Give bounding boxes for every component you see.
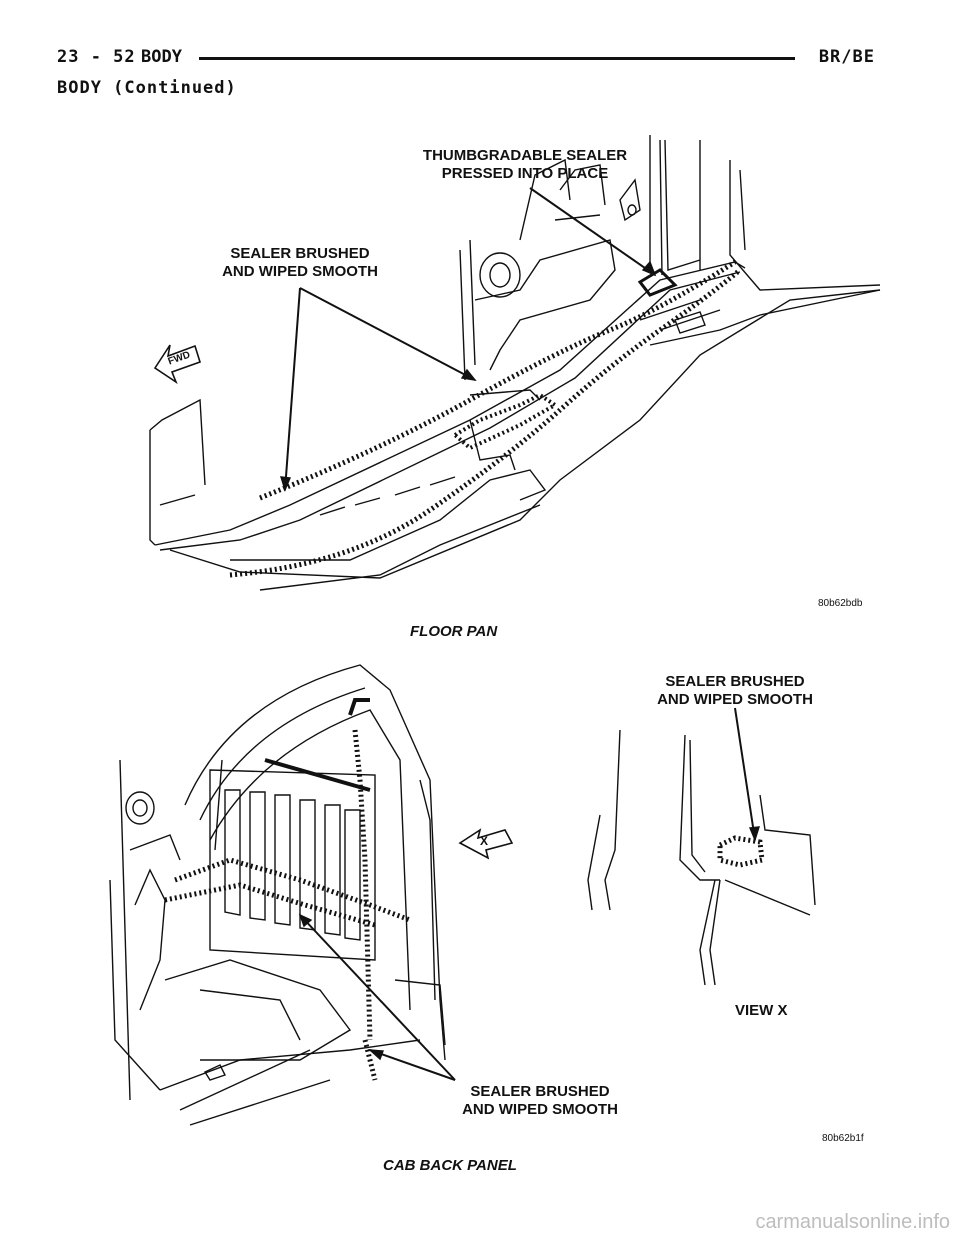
header-rule <box>199 57 795 60</box>
view-x-marker: X <box>480 834 489 848</box>
figure-id-cab-back: 80b62b1f <box>822 1133 864 1144</box>
section-title: BODY <box>141 47 182 67</box>
label-view-x: VIEW X <box>735 1002 788 1019</box>
site-watermark: carmanualsonline.info <box>755 1211 950 1233</box>
label-sealer-brushed-cab: SEALER BRUSHED AND WIPED SMOOTH <box>462 1083 618 1118</box>
model-code: BR/BE <box>818 47 875 67</box>
label-sealer-brushed-view-x: SEALER BRUSHED AND WIPED SMOOTH <box>657 673 813 708</box>
floor-pan-illustration <box>0 0 960 640</box>
caption-floor-pan: FLOOR PAN <box>410 623 498 640</box>
figure-id-floor-pan: 80b62bdb <box>818 598 863 609</box>
page-number: 23 - 52 <box>57 47 136 67</box>
page-header: 23 - 52 BODY BR/BE <box>57 47 875 71</box>
label-sealer-brushed-floor: SEALER BRUSHED AND WIPED SMOOTH <box>222 245 378 280</box>
caption-cab-back-panel: CAB BACK PANEL <box>383 1157 517 1174</box>
label-thumbgradable-sealer: THUMBGRADABLE SEALER PRESSED INTO PLACE <box>422 147 628 182</box>
continued-heading: BODY (Continued) <box>57 78 237 98</box>
